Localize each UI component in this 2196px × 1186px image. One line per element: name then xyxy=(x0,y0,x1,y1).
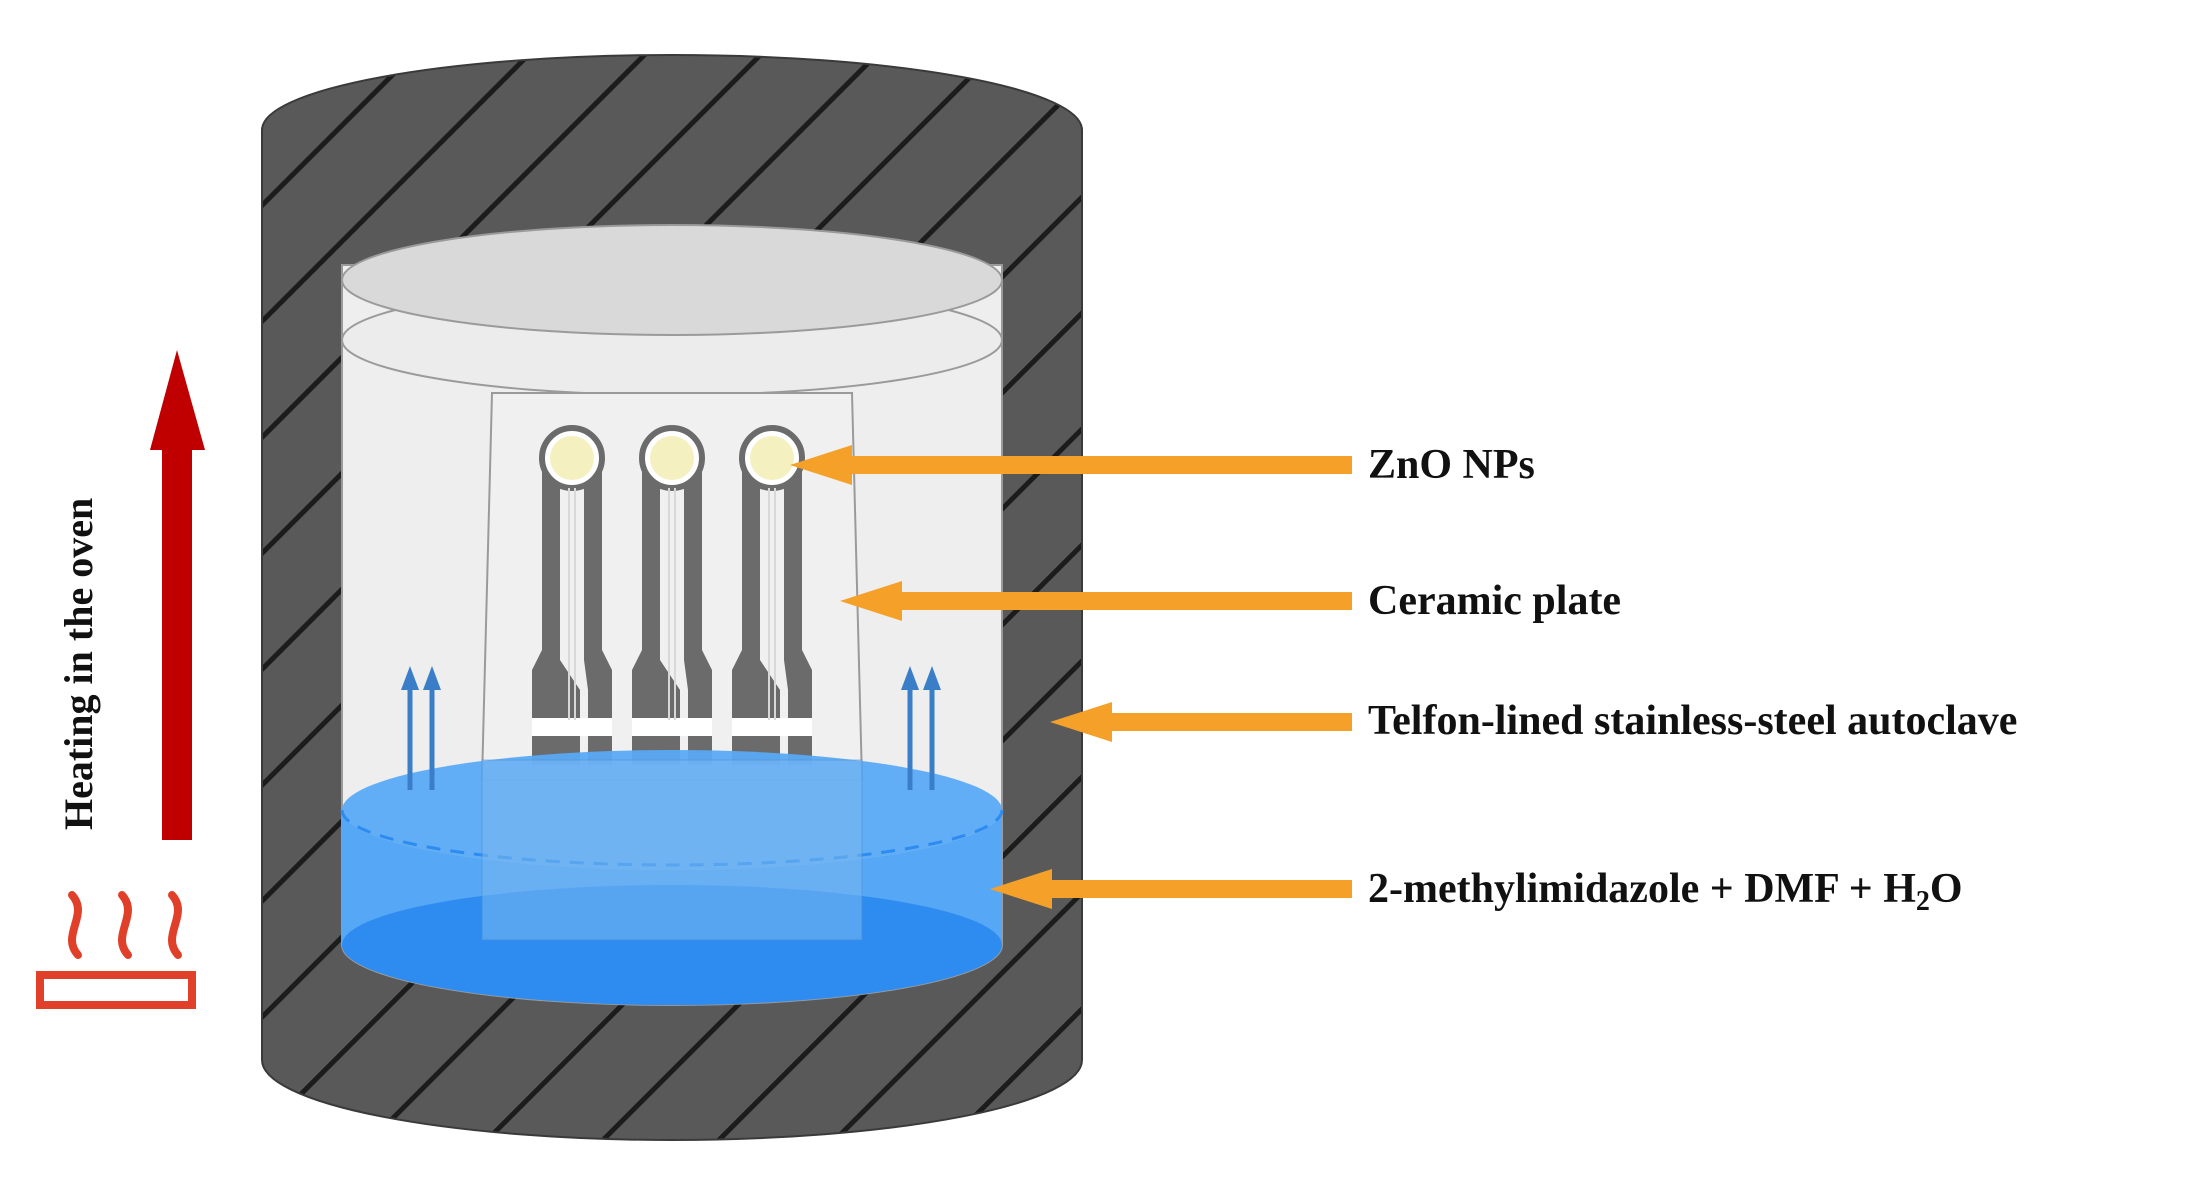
ceramic-label: Ceramic plate xyxy=(1368,578,1621,624)
electrode-gap xyxy=(732,718,812,736)
zno-dot xyxy=(750,436,794,480)
vapor-arrow-head xyxy=(901,666,919,690)
vapor-arrow-head xyxy=(923,666,941,690)
vapor-arrow-icon xyxy=(423,666,441,790)
vapor-arrow-head xyxy=(401,666,419,690)
solution-label-subscript: 2 xyxy=(1916,886,1930,917)
heating-label: Heating in the oven xyxy=(56,498,101,830)
electrode-gap xyxy=(632,718,712,736)
vapor-arrow-head xyxy=(423,666,441,690)
electrode-gap xyxy=(532,718,612,736)
liner-lid xyxy=(341,224,1003,336)
electrode-lead-right xyxy=(684,470,712,765)
electrode-lead-right xyxy=(784,470,812,765)
solution-label-end: O xyxy=(1930,866,1963,912)
solution-label-main: 2-methylimidazole + DMF + H xyxy=(1368,866,1916,912)
liquid-solution xyxy=(340,750,1004,1005)
vapor-arrow-icon xyxy=(901,666,919,790)
vapor-arrows xyxy=(401,666,941,790)
electrode-2 xyxy=(632,425,712,765)
autoclave-label: Telfon-lined stainless-steel autoclave xyxy=(1368,698,2017,744)
electrode-3 xyxy=(732,425,812,765)
heater-icon xyxy=(36,891,196,1009)
electrode-1 xyxy=(532,425,612,765)
up-arrow-icon xyxy=(150,350,205,840)
zno-dot xyxy=(650,436,694,480)
zno-dot xyxy=(550,436,594,480)
solution-label: 2-methylimidazole + DMF + H2O xyxy=(1368,866,1963,917)
left-arrow-icon xyxy=(790,445,1352,909)
vapor-arrow-icon xyxy=(923,666,941,790)
electrode-lead-right xyxy=(584,470,612,765)
zno-label: ZnO NPs xyxy=(1368,442,1535,488)
vapor-arrow-icon xyxy=(401,666,419,790)
electrode-group xyxy=(532,425,812,765)
